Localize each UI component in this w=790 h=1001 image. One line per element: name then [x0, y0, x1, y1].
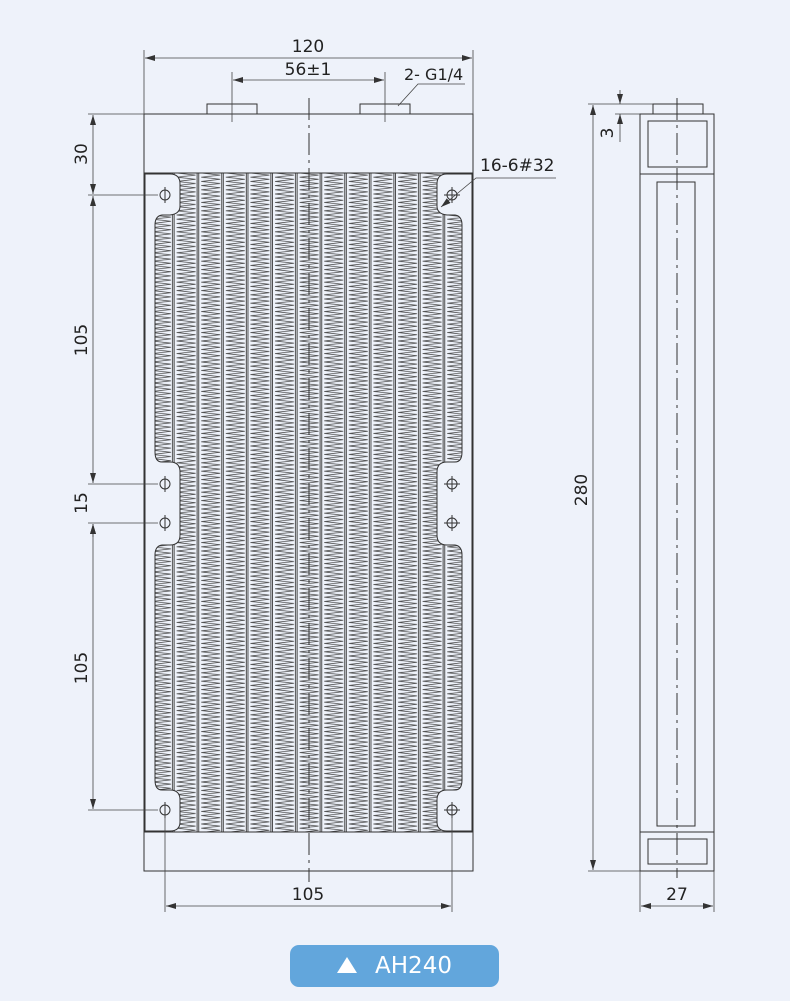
hole-callout: 16-6#32 [440, 156, 556, 208]
model-badge: AH240 [290, 945, 499, 987]
width-dim: 120 [292, 37, 324, 57]
mount-hole [444, 476, 460, 492]
height-dimension: 280 [572, 103, 653, 872]
triangle-up-icon [337, 957, 358, 973]
side-top-tank [647, 120, 708, 168]
mount-lobes [144, 173, 473, 832]
model-label: AH240 [375, 953, 452, 979]
upper-span-dim: 105 [72, 324, 92, 356]
port-height-dimension: 3 [598, 90, 640, 142]
port-callout: 2- G1/4 [397, 65, 465, 107]
thickness-dim: 27 [666, 885, 688, 905]
top-dim: 30 [72, 143, 92, 165]
left-vertical-dimensions: 30 105 15 105 [72, 113, 158, 811]
mount-hole [159, 187, 171, 203]
port-spacing-dim: 56±1 [285, 60, 332, 80]
port-spacing-dimension: 56±1 [231, 60, 386, 122]
mount-hole [444, 187, 460, 203]
thickness-dimension: 27 [639, 871, 715, 912]
mount-hole [159, 515, 171, 531]
hole-label: 16-6#32 [480, 156, 554, 176]
mount-hole [159, 476, 171, 492]
width-dimension: 120 [143, 37, 474, 114]
right-mount-lobe [436, 173, 473, 832]
side-view: 280 3 27 [572, 90, 715, 912]
bottom-hole-spacing-dim: 105 [292, 885, 324, 905]
lower-span-dim: 105 [72, 652, 92, 684]
side-core [656, 181, 696, 827]
bottom-hole-spacing-dimension: 105 [164, 815, 453, 912]
left-mount-lobe [144, 173, 181, 832]
mount-hole [444, 515, 460, 531]
mount-holes [159, 187, 460, 818]
port-height-dim: 3 [598, 128, 618, 139]
middle-gap-dim: 15 [72, 492, 92, 514]
side-port [652, 103, 704, 115]
front-view: 120 56±1 2- G1/4 16-6#32 30 105 [72, 37, 556, 912]
height-dim: 280 [572, 474, 592, 506]
port-label: 2- G1/4 [404, 65, 463, 84]
